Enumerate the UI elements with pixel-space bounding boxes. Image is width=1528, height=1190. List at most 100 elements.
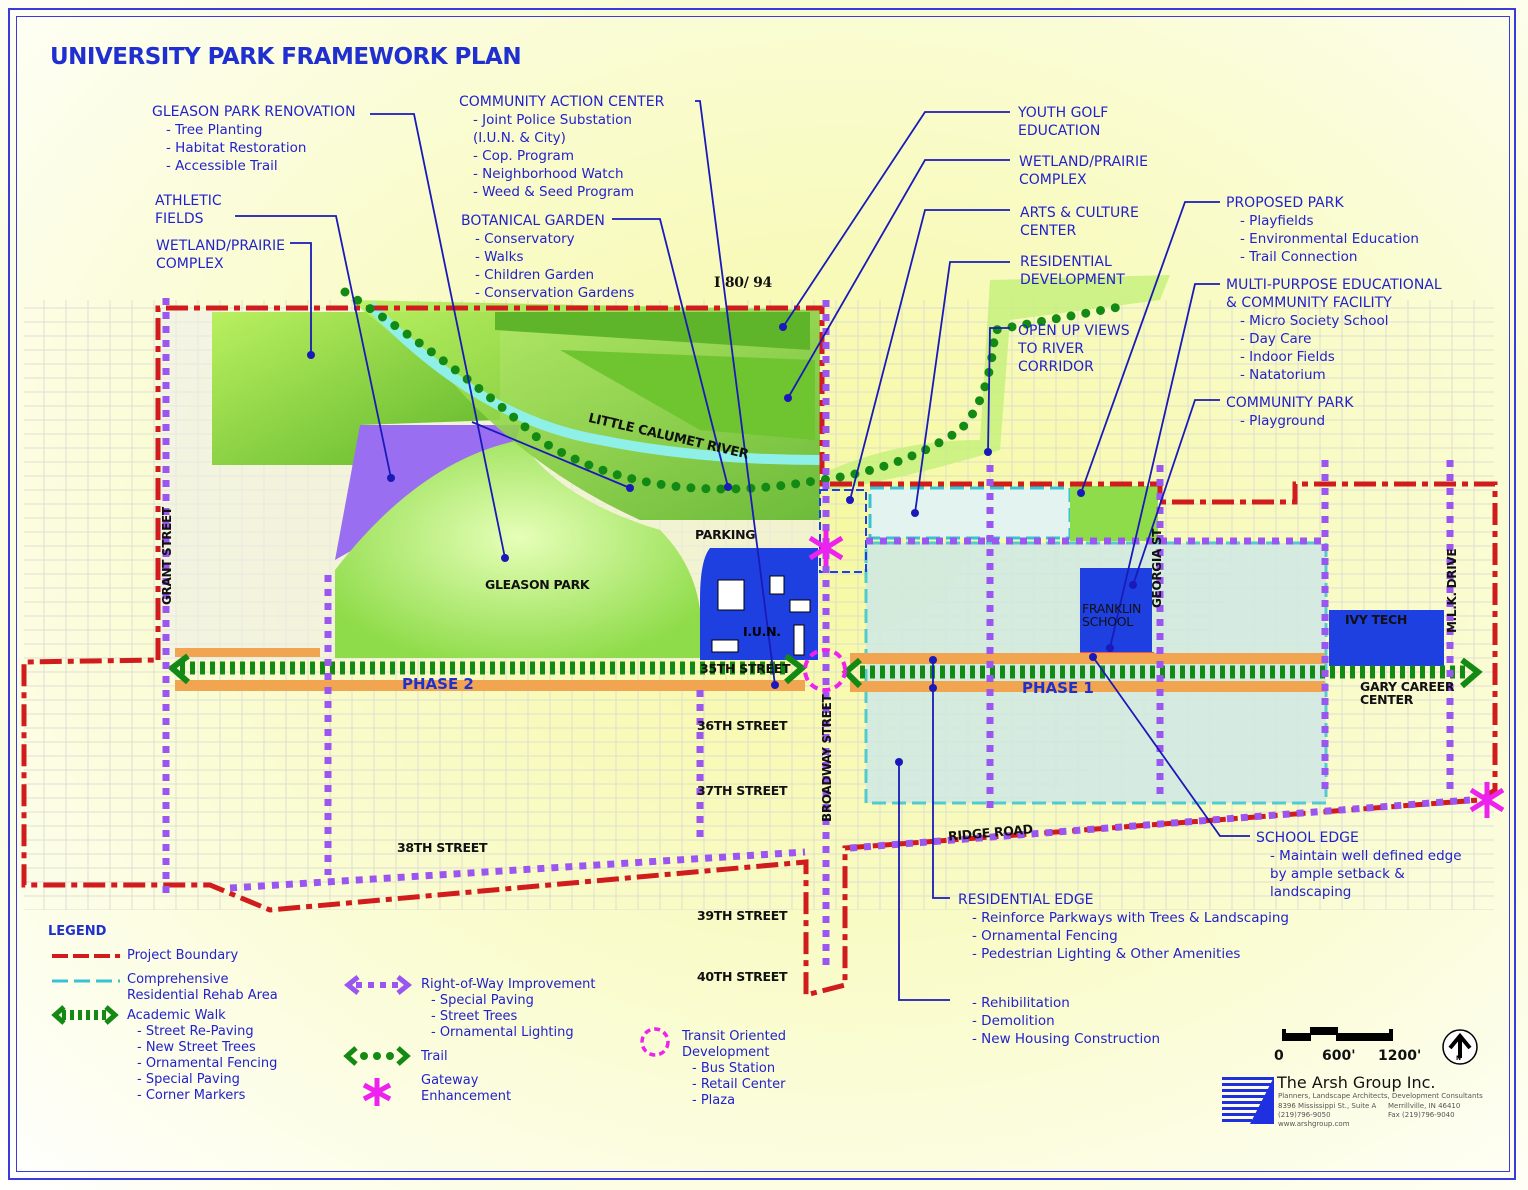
company-tagline: Planners, Landscape Architects, Developm… bbox=[1278, 1092, 1483, 1100]
georgia-street-label: GEORGIA ST bbox=[1150, 528, 1164, 608]
legend-label: Academic Walk bbox=[127, 1008, 226, 1023]
highway-label: I 80/ 94 bbox=[714, 275, 772, 291]
phase-1-label: PHASE 1 bbox=[1022, 679, 1094, 697]
legend-gateway-symbol bbox=[362, 1078, 392, 1106]
callout-item: - Tree Planting bbox=[166, 122, 263, 138]
transit-oriented-development-icon bbox=[803, 648, 847, 692]
callout-heading: COMMUNITY PARK bbox=[1226, 395, 1354, 411]
legend-item: Comprehensive Residential Rehab Area bbox=[127, 972, 278, 1004]
callout-heading: RESIDENTIAL EDGE bbox=[958, 892, 1094, 908]
legend-trail-symbol bbox=[343, 1046, 411, 1066]
callout-heading: WETLAND/PRAIRIE COMPLEX bbox=[156, 238, 285, 272]
legend-sub-item: - Retail Center bbox=[692, 1077, 786, 1092]
grant-street-label: GRANT STREET bbox=[160, 507, 174, 605]
callout-heading: ARTS & CULTURE CENTER bbox=[1020, 205, 1139, 239]
callout-heading: COMMUNITY ACTION CENTER bbox=[459, 94, 665, 110]
callout: RESIDENTIAL DEVELOPMENT bbox=[1020, 253, 1125, 289]
gary-career-center-label: GARY CAREER CENTER bbox=[1360, 679, 1455, 707]
scale-tick-0: 0 bbox=[1274, 1048, 1284, 1064]
callout: PROPOSED PARK- Playfields- Environmental… bbox=[1226, 194, 1419, 266]
legend-sub-item: - Bus Station bbox=[692, 1061, 776, 1076]
callout-item: - Cop. Program bbox=[473, 148, 574, 164]
callout-item: - Reinforce Parkways with Trees & Landsc… bbox=[972, 910, 1289, 926]
arsh-group-logo bbox=[1222, 1077, 1274, 1124]
callout: ATHLETIC FIELDS bbox=[155, 192, 222, 228]
legend-sub-item: - Special Paving bbox=[137, 1072, 240, 1087]
callout-heading: BOTANICAL GARDEN bbox=[461, 213, 605, 229]
legend-sub-item: - New Street Trees bbox=[137, 1040, 256, 1055]
iun-campus bbox=[700, 548, 818, 660]
legend-sub-item: - Ornamental Fencing bbox=[137, 1056, 278, 1071]
phase-2-band bbox=[175, 680, 805, 691]
iun-label: I.U.N. bbox=[743, 624, 781, 639]
company-web: www.arshgroup.com bbox=[1278, 1120, 1350, 1128]
callout-heading: GLEASON PARK RENOVATION bbox=[152, 104, 356, 120]
legend-title: LEGEND bbox=[48, 924, 107, 939]
callout-item: - Playfields bbox=[1240, 213, 1314, 229]
callout-item: - Micro Society School bbox=[1240, 313, 1389, 329]
38th-street-label: 38TH STREET bbox=[397, 840, 488, 855]
callout: OPEN UP VIEWS TO RIVER CORRIDOR bbox=[1018, 322, 1130, 376]
36th-street-label: 36TH STREET bbox=[697, 718, 788, 733]
callout-heading: YOUTH GOLF EDUCATION bbox=[1018, 105, 1109, 139]
company-name: The Arsh Group Inc. bbox=[1277, 1073, 1436, 1092]
legend-right-of-way-symbol bbox=[343, 975, 413, 995]
callout-item: - Maintain well defined edge by ample se… bbox=[1270, 848, 1462, 900]
callout: COMMUNITY PARK - Playground bbox=[1226, 394, 1353, 430]
river-corridor-east bbox=[830, 275, 1170, 490]
legend-sub-item: - Street Trees bbox=[431, 1009, 518, 1024]
callout: - Rehibilitation- Demolition- New Housin… bbox=[958, 994, 1160, 1048]
little-calumet-river bbox=[366, 301, 821, 465]
scale-tick-600: 600' bbox=[1322, 1048, 1356, 1064]
page-title: UNIVERSITY PARK FRAMEWORK PLAN bbox=[50, 44, 522, 70]
legend-item: Right-of-Way Improvement- Special Paving… bbox=[421, 977, 595, 1041]
scale-tick-1200: 1200' bbox=[1378, 1048, 1422, 1064]
legend-label: Project Boundary bbox=[127, 948, 239, 963]
callout: COMMUNITY ACTION CENTER- Joint Police Su… bbox=[459, 93, 664, 201]
inner-frame bbox=[16, 16, 1510, 1172]
legend-label: Comprehensive Residential Rehab Area bbox=[127, 972, 278, 1003]
callout-heading: MULTI-PURPOSE EDUCATIONAL & COMMUNITY FA… bbox=[1226, 277, 1442, 311]
parking-label: PARKING bbox=[695, 527, 756, 542]
legend-sub-item: - Special Paving bbox=[431, 993, 534, 1008]
north-label: N bbox=[1456, 1055, 1462, 1062]
callout: RESIDENTIAL EDGE - Reinforce Parkways wit… bbox=[958, 891, 1289, 963]
callout-heading: WETLAND/PRAIRIE COMPLEX bbox=[1019, 154, 1148, 188]
callout-item: - Demolition bbox=[972, 1013, 1055, 1029]
callout-item: - Children Garden bbox=[475, 267, 595, 283]
callout: BOTANICAL GARDEN- Conservatory- Walks- C… bbox=[461, 212, 634, 302]
gleason-park bbox=[335, 440, 702, 658]
franklin-school bbox=[1080, 568, 1152, 664]
callout-heading: ATHLETIC FIELDS bbox=[155, 193, 222, 227]
callout-item: - New Housing Construction bbox=[972, 1031, 1161, 1047]
callout: WETLAND/PRAIRIE COMPLEX bbox=[1019, 153, 1148, 189]
callout-item: - Habitat Restoration bbox=[166, 140, 307, 156]
legend-academic-walk-symbol bbox=[51, 1005, 119, 1025]
legend-label: Transit Oriented Development bbox=[682, 1029, 786, 1060]
callout-item: - Indoor Fields bbox=[1240, 349, 1335, 365]
legend-tod-symbol bbox=[640, 1027, 670, 1057]
callout-item: - Conservatory bbox=[475, 231, 575, 247]
callout-item: - Trail Connection bbox=[1240, 249, 1358, 265]
outer-frame bbox=[8, 8, 1516, 1180]
legend-label: Trail bbox=[421, 1049, 448, 1064]
legend-label: Right-of-Way Improvement bbox=[421, 977, 596, 992]
gleason-park-label: GLEASON PARK bbox=[485, 577, 590, 592]
proposed-park bbox=[1070, 486, 1158, 541]
phase-1-band bbox=[850, 681, 1325, 692]
callout-item: - Playground bbox=[1240, 413, 1326, 429]
callout: MULTI-PURPOSE EDUCATIONAL & COMMUNITY FA… bbox=[1226, 276, 1442, 384]
legend-label: Gateway Enhancement bbox=[421, 1073, 512, 1104]
company-phone: (219)796-9050 bbox=[1278, 1111, 1331, 1119]
legend-sub-item: - Corner Markers bbox=[137, 1088, 246, 1103]
39th-street-label: 39TH STREET bbox=[697, 908, 788, 923]
north-arrow-icon bbox=[1442, 1029, 1478, 1065]
callout-heading: PROPOSED PARK bbox=[1226, 195, 1344, 211]
callout-item: - Weed & Seed Program bbox=[473, 184, 635, 200]
legend-sub-item: - Ornamental Lighting bbox=[431, 1025, 574, 1040]
callout: WETLAND/PRAIRIE COMPLEX bbox=[156, 237, 285, 273]
callout: ARTS & CULTURE CENTER bbox=[1020, 204, 1139, 240]
franklin-school-label: FRANKLIN SCHOOL bbox=[1082, 601, 1142, 629]
scale-bar bbox=[1282, 1027, 1393, 1041]
